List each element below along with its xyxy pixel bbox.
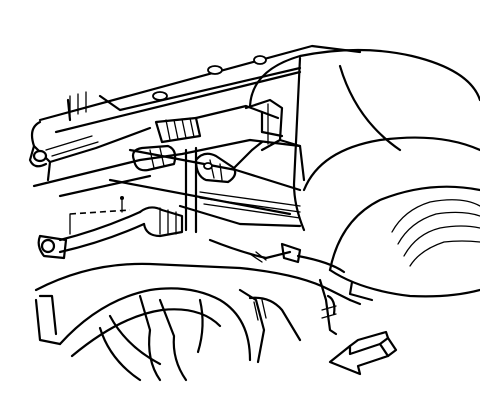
upper-hose-connector (131, 104, 264, 172)
lower-right-fitting (318, 278, 362, 336)
lower-hose (37, 206, 184, 260)
tank-body (248, 48, 480, 302)
front-direction-arrow-icon (328, 330, 398, 376)
frame-hole (152, 91, 168, 101)
leader-lines (69, 196, 131, 235)
frame-hole (253, 55, 267, 65)
center-fitting (184, 140, 264, 234)
lower-chassis (34, 262, 352, 382)
right-bracket (244, 98, 306, 182)
hose-clamp (40, 238, 56, 254)
left-bracket (28, 120, 152, 182)
cross-member (32, 138, 302, 228)
upper-frame-rail (38, 44, 362, 134)
frame-hole (207, 65, 223, 75)
wiring-harness (208, 238, 346, 274)
